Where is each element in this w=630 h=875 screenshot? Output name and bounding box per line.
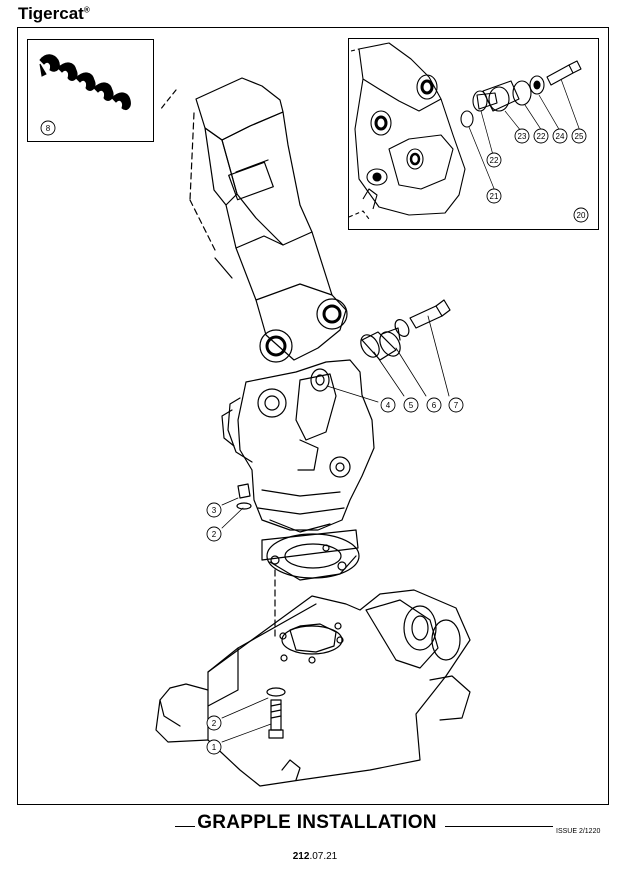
- callout-1-label: 1: [212, 743, 217, 752]
- callout-22-lower-label: 22: [490, 156, 499, 165]
- callout-25-label: 25: [575, 132, 584, 141]
- callout-2-lower: 2: [206, 715, 222, 731]
- title-rule-right: [445, 826, 553, 827]
- title-bar: GRAPPLE INSTALLATION ISSUE 2/1220: [17, 812, 609, 836]
- page-subsection: .07.21: [309, 851, 338, 862]
- callout-8-label: 8: [46, 124, 51, 133]
- callout-24: 24: [552, 128, 568, 144]
- pin-detail-drawing: [348, 42, 582, 220]
- title-rule-left: [175, 826, 195, 827]
- page-number: 212.07.21: [0, 851, 630, 862]
- callout-4: 4: [380, 397, 396, 413]
- callout-2-upper-label: 2: [212, 530, 217, 539]
- callout-21: 21: [486, 188, 502, 204]
- nut-and-washer-upper: [236, 483, 252, 510]
- callout-6-label: 6: [432, 401, 437, 410]
- page-section: 212: [292, 851, 310, 862]
- callout-22-lower: 22: [486, 152, 502, 168]
- pivot-pin-assembly: [310, 299, 451, 392]
- callout-21-label: 21: [490, 192, 499, 201]
- callout-22-upper: 22: [533, 128, 549, 144]
- registered-mark: ®: [83, 5, 90, 15]
- callout-2-lower-label: 2: [212, 719, 217, 728]
- callout-20-label: 20: [577, 211, 586, 220]
- callout-5-label: 5: [409, 401, 414, 410]
- callout-25: 25: [571, 128, 587, 144]
- brand-name: Tigercat: [18, 4, 84, 23]
- callout-22-upper-label: 22: [537, 132, 546, 141]
- seal-detail-drawing: [39, 54, 131, 111]
- callout-7-label: 7: [454, 401, 459, 410]
- callout-8: 8: [40, 120, 56, 136]
- callout-7: 7: [448, 397, 464, 413]
- diagram-frame: [17, 27, 609, 805]
- boom-base-frame: [155, 589, 471, 787]
- callout-20: 20: [573, 207, 589, 223]
- bolt-and-washer-lower: [266, 687, 286, 739]
- callout-3-label: 3: [212, 506, 217, 515]
- callout-23: 23: [514, 128, 530, 144]
- callout-24-label: 24: [556, 132, 565, 141]
- rotator-body: [221, 359, 375, 581]
- callout-23-label: 23: [518, 132, 527, 141]
- callout-5: 5: [403, 397, 419, 413]
- page-title: GRAPPLE INSTALLATION: [197, 812, 437, 833]
- issue-label: ISSUE 2/1220: [556, 828, 601, 835]
- callout-1: 1: [206, 739, 222, 755]
- callout-3: 3: [206, 502, 222, 518]
- callout-6: 6: [426, 397, 442, 413]
- brand-logo: Tigercat®: [18, 4, 90, 24]
- boom-arm: [159, 77, 348, 363]
- callout-2-upper: 2: [206, 526, 222, 542]
- callout-4-label: 4: [386, 401, 391, 410]
